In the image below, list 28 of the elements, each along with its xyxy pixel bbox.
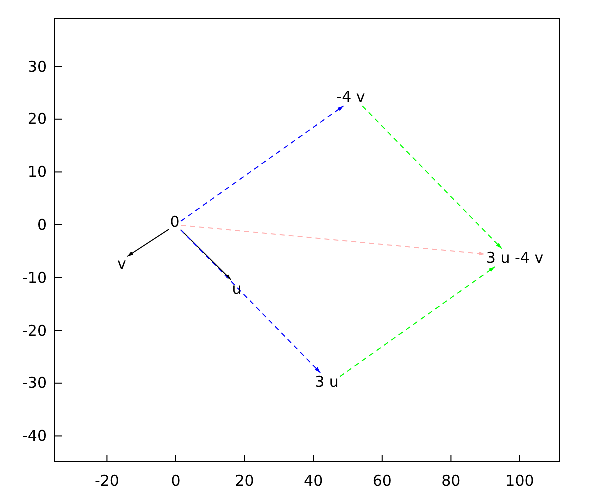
axis-tick-label: 30: [28, 58, 47, 75]
axis-tick-label: -20: [94, 473, 120, 489]
point-label: 3 u -4 v: [486, 250, 544, 266]
vector-arrow: [127, 228, 170, 258]
vector-arrow: [362, 106, 502, 250]
axis-tick-label: 0: [171, 473, 181, 489]
axis-tick-label: -10: [22, 270, 47, 286]
axis-tick-label: -20: [22, 322, 47, 339]
vector-arrow: [340, 266, 496, 378]
point-label: v: [118, 256, 126, 272]
axis-tick-label: 20: [235, 473, 254, 489]
point-label: 3 u: [315, 374, 339, 390]
axis-tick-label: 40: [304, 473, 324, 489]
axis-tick-label: 20: [28, 111, 47, 128]
vector-arrow: [180, 229, 232, 280]
point-label: -4 v: [336, 89, 366, 105]
point-label: 0: [170, 214, 180, 230]
axis-tick-label: 80: [442, 473, 461, 489]
vector-arrow: [180, 230, 322, 374]
axis-tick-label: 0: [37, 217, 47, 233]
vector-arrow: [180, 106, 344, 222]
axis-tick-label: -40: [22, 428, 47, 444]
axis-tick-label: 60: [372, 473, 392, 489]
vector-arrow: [180, 225, 486, 256]
axis-tick-label: 100: [506, 473, 534, 489]
axis-tick-label: 10: [28, 164, 47, 180]
axis-tick-label: -30: [22, 375, 47, 392]
point-label: u: [232, 281, 242, 297]
